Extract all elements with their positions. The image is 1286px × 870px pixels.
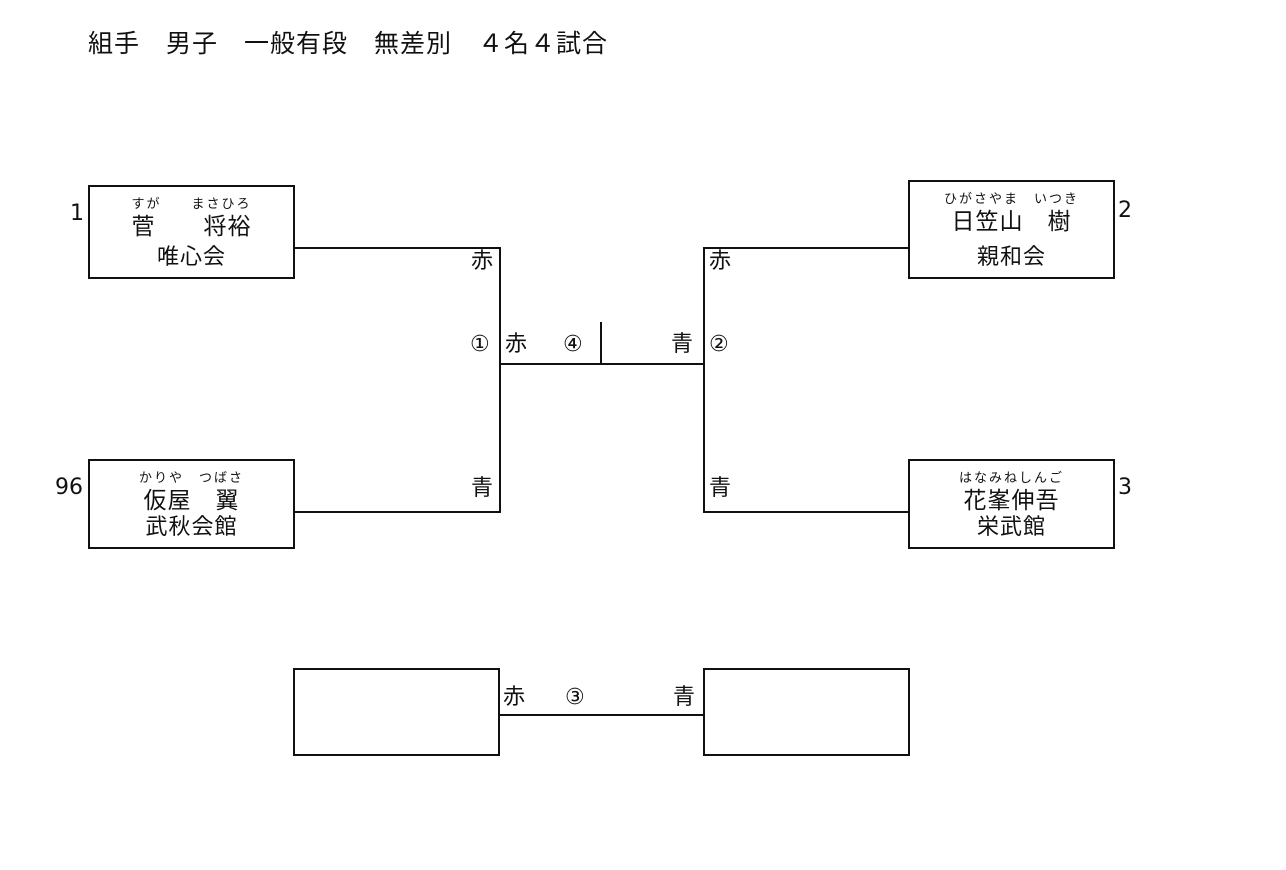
bracket-line-right-bottom [703,511,910,513]
competitor-box-seed-96[interactable]: かりや つばさ 仮屋 翼 武秋会館 [88,459,295,549]
bracket-line-left-top [293,247,501,249]
corner-label-final-blue: 青 [671,332,694,357]
dojo-seed-96: 武秋会館 [145,515,238,540]
bracket-line-third-place [499,714,705,716]
corner-label-third-place-red: 赤 [503,685,526,710]
match-number-1: ① [470,332,490,357]
bracket-line-right-top [703,247,910,249]
bracket-line-left-vertical [499,247,501,513]
competitor-box-seed-3[interactable]: はなみねしんご 花峯伸吾 栄武館 [908,459,1115,549]
seed-number-2: 2 [1118,198,1132,223]
corner-label-final-red: 赤 [505,332,528,357]
bracket-line-right-vertical [703,247,705,513]
page-title: 組手 男子 一般有段 無差別 ４名４試合 [88,29,609,58]
furigana-seed-2: ひがさやま いつき [943,192,1079,207]
seed-number-96: 96 [55,475,83,500]
corner-label-right-semifinal-blue: 青 [709,476,732,501]
match-number-4: ④ [563,332,583,357]
corner-label-left-semifinal-red: 赤 [471,249,494,274]
name-seed-2: 日笠山 樹 [951,209,1072,235]
bracket-tick-final [600,322,602,365]
competitor-box-seed-2[interactable]: ひがさやま いつき 日笠山 樹 親和会 [908,180,1115,279]
name-seed-1: 菅 将裕 [131,214,252,240]
dojo-seed-3: 栄武館 [976,515,1046,540]
furigana-seed-1: すが まさひろ [131,197,252,212]
bracket-line-final [499,363,705,365]
furigana-seed-96: かりや つばさ [138,471,244,486]
dojo-seed-1: 唯心会 [156,245,226,270]
corner-label-right-semifinal-red: 赤 [709,249,732,274]
bracket-line-left-bottom [293,511,501,513]
furigana-seed-3: はなみねしんご [958,471,1064,486]
competitor-box-seed-1[interactable]: すが まさひろ 菅 将裕 唯心会 [88,185,295,279]
competitor-box-third-place-red[interactable] [293,668,500,756]
name-seed-96: 仮屋 翼 [143,488,240,514]
dojo-seed-2: 親和会 [976,245,1046,270]
seed-number-3: 3 [1118,475,1132,500]
corner-label-left-semifinal-blue: 青 [471,476,494,501]
match-number-2: ② [709,332,729,357]
name-seed-3: 花峯伸吾 [963,488,1060,514]
seed-number-1: 1 [70,201,84,226]
corner-label-third-place-blue: 青 [673,685,696,710]
match-number-3: ③ [565,685,585,710]
competitor-box-third-place-blue[interactable] [703,668,910,756]
